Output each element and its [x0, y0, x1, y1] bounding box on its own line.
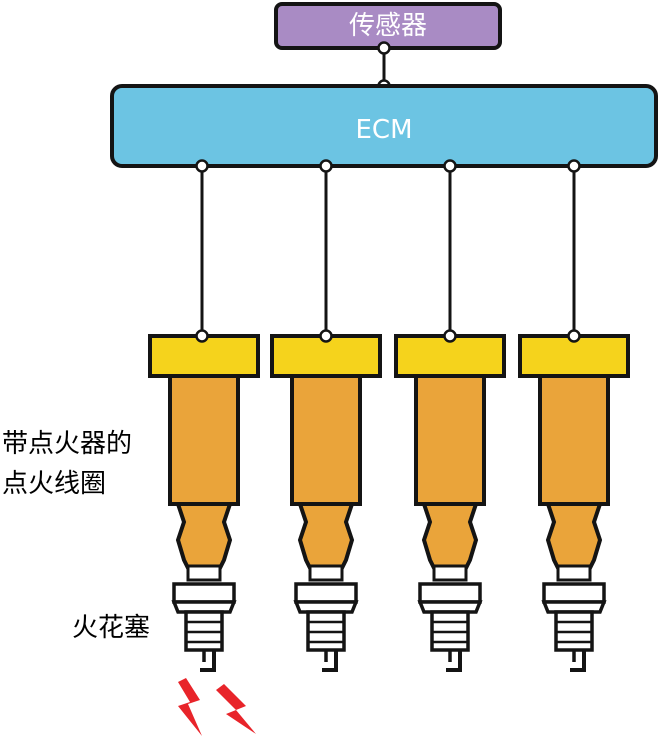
spark-icon [178, 678, 256, 736]
coil-unit-4 [518, 334, 630, 672]
coil-label-line1: 带点火器的 [2, 429, 132, 459]
coil-unit-3 [394, 334, 506, 672]
sensor-box: 传感器 [274, 2, 502, 50]
coil-label-line2: 点火线圈 [2, 469, 106, 499]
spark-plug-label: 火花塞 [72, 613, 150, 643]
sensor-label: 传感器 [349, 11, 427, 41]
coil-unit-2 [270, 334, 382, 672]
ecm-label: ECM [355, 115, 412, 145]
ecm-coil-wires [200, 166, 576, 336]
terminal-dots [195, 159, 581, 343]
ecm-box: ECM [110, 84, 658, 168]
coil-unit-1 [148, 334, 260, 672]
